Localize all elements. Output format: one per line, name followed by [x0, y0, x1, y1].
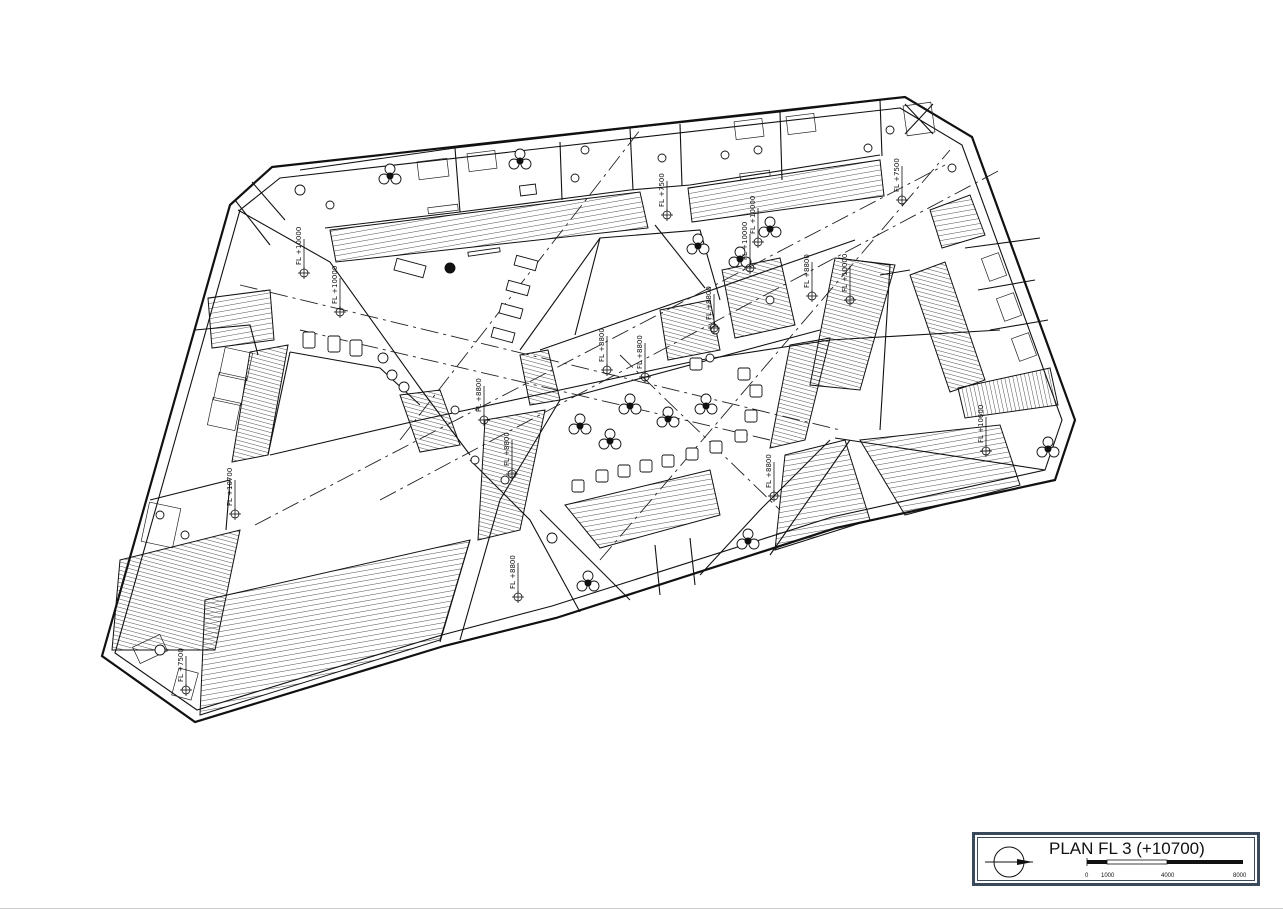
level-marker: FL +8800	[503, 432, 518, 480]
interior-walls	[149, 209, 1046, 643]
level-label: FL +8800	[803, 254, 811, 288]
level-marker: FL +8800	[475, 378, 490, 426]
seating-cluster	[694, 393, 718, 415]
level-label: FL +10000	[331, 266, 339, 304]
scale-label: 4000	[1161, 873, 1175, 879]
level-marker: FL +8800	[509, 555, 524, 603]
north-arrow-and-scale-bar	[985, 846, 1243, 878]
level-marker: FL +10700	[226, 468, 241, 520]
level-label: FL +8800	[509, 555, 517, 589]
level-label: FL +7500	[177, 648, 185, 682]
treadmills	[490, 254, 539, 344]
level-label: FL +8800	[475, 378, 483, 412]
seating-cluster	[378, 163, 402, 185]
room-fixtures	[154, 125, 957, 656]
seating-cluster	[618, 393, 642, 415]
title-block: PLAN FL 3 (+10700) 0 1000 4000 8000	[972, 832, 1260, 886]
page-bottom-rule	[0, 908, 1283, 909]
level-marker: FL +8800	[705, 286, 720, 334]
left-rooms	[132, 181, 286, 701]
level-label: FL +7500	[893, 158, 901, 192]
seating-cluster	[736, 528, 760, 550]
level-marker: FL +8800	[598, 328, 613, 376]
level-marker: FL +10000	[841, 254, 856, 306]
level-marker: FL +7500	[658, 173, 673, 221]
scale-bar	[1086, 858, 1243, 866]
armchair-row	[571, 357, 763, 493]
scale-label: 1000	[1101, 873, 1115, 879]
level-marker: FL +10000	[295, 227, 310, 279]
seating-cluster	[728, 246, 752, 268]
seating-cluster	[758, 216, 782, 238]
top-rooms	[299, 99, 883, 229]
seating-cluster	[568, 413, 592, 435]
level-label: FL +10000	[295, 227, 303, 265]
drawing-title: PLAN FL 3 (+10700)	[1049, 839, 1205, 858]
seating-cluster	[686, 233, 710, 255]
seating-cluster	[576, 570, 600, 592]
seating-cluster	[508, 148, 532, 170]
level-marker: FL +10000	[331, 266, 346, 318]
level-label: FL +8800	[636, 335, 644, 369]
level-marker: FL +8800	[636, 335, 651, 383]
level-markers: FL +10000 FL +10000 FL +10700 FL +7500 F…	[177, 158, 992, 696]
level-label: FL +8800	[765, 454, 773, 488]
level-label: FL +7500	[658, 173, 666, 207]
stairs-and-ramps	[111, 159, 1059, 716]
level-label: FL +10600	[977, 405, 985, 443]
level-label: FL +8800	[598, 328, 606, 362]
title-block-frame	[977, 837, 1255, 881]
level-marker: FL +8800	[765, 454, 780, 502]
level-marker: FL +10000	[749, 196, 764, 248]
seating-cluster	[598, 428, 622, 450]
level-marker: FL +8800	[803, 254, 818, 302]
level-marker: FL +10600	[977, 405, 992, 457]
seating-cluster	[1036, 436, 1060, 458]
level-label: FL +8800	[705, 286, 713, 320]
level-marker: FL +10000	[741, 222, 756, 274]
level-label: FL +10700	[226, 468, 234, 506]
level-label: FL +10000	[749, 196, 757, 234]
scale-label: 0	[1085, 873, 1089, 879]
furniture	[154, 125, 1060, 656]
right-rooms	[902, 101, 1049, 362]
gym-equipment	[302, 247, 775, 544]
level-label: FL +10000	[841, 254, 849, 292]
level-label: FL +10000	[741, 222, 749, 260]
scale-label: 8000	[1233, 873, 1247, 879]
level-marker: FL +7500	[177, 648, 192, 696]
level-marker: FL +7500	[893, 158, 908, 206]
seating-cluster	[656, 406, 680, 428]
level-label: FL +8800	[503, 432, 511, 466]
